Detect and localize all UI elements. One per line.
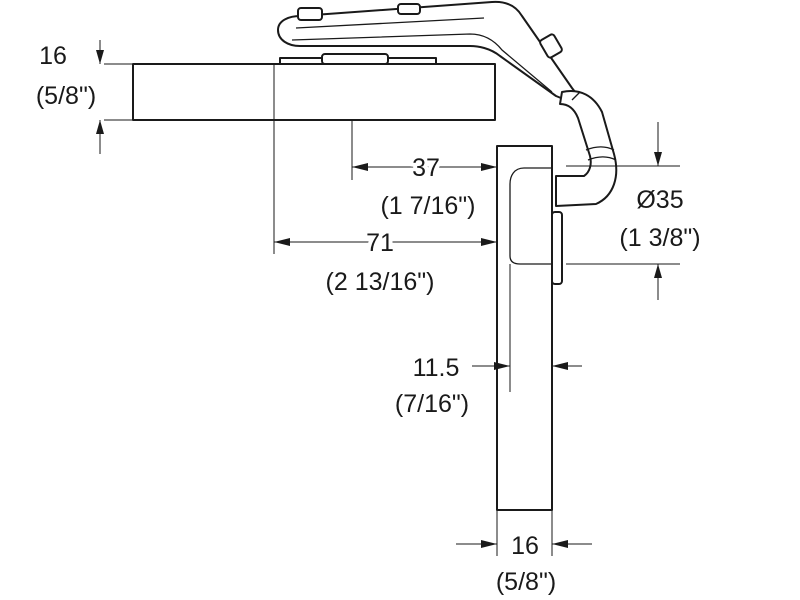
screw-icon xyxy=(397,3,421,15)
dim-cup-diameter: Ø35 (1 3/8") xyxy=(566,122,701,300)
dim-label-imperial: (2 13/16") xyxy=(326,268,435,296)
cabinet-panel xyxy=(132,63,496,121)
dim-label-imperial: (7/16") xyxy=(395,390,469,418)
dim-label: 16 xyxy=(511,532,539,560)
screw-icon xyxy=(297,7,323,21)
dim-label: 71 xyxy=(366,229,394,257)
door-panel xyxy=(496,145,563,511)
dim-cup-depth: 11.5 (7/16") xyxy=(395,354,582,418)
hinge-arm xyxy=(277,0,618,207)
dim-cup-offset: 37 (1 7/16") xyxy=(351,120,497,220)
dim-label: Ø35 xyxy=(636,186,683,214)
dim-label: 11.5 xyxy=(413,354,460,382)
dim-label: 37 xyxy=(412,154,440,182)
dim-label-imperial: (1 3/8") xyxy=(619,224,700,252)
dim-plate-offset: 71 (2 13/16") xyxy=(273,64,497,296)
dim-door-thickness: 16 (5/8") xyxy=(456,510,592,596)
dim-label-imperial: (5/8") xyxy=(496,568,556,596)
dim-label: 16 xyxy=(39,42,67,70)
dim-cabinet-thickness: 16 (5/8") xyxy=(36,40,133,154)
dim-label-imperial: (1 7/16") xyxy=(380,192,475,220)
dim-label-imperial: (5/8") xyxy=(36,82,96,110)
screw-icon xyxy=(539,33,563,59)
